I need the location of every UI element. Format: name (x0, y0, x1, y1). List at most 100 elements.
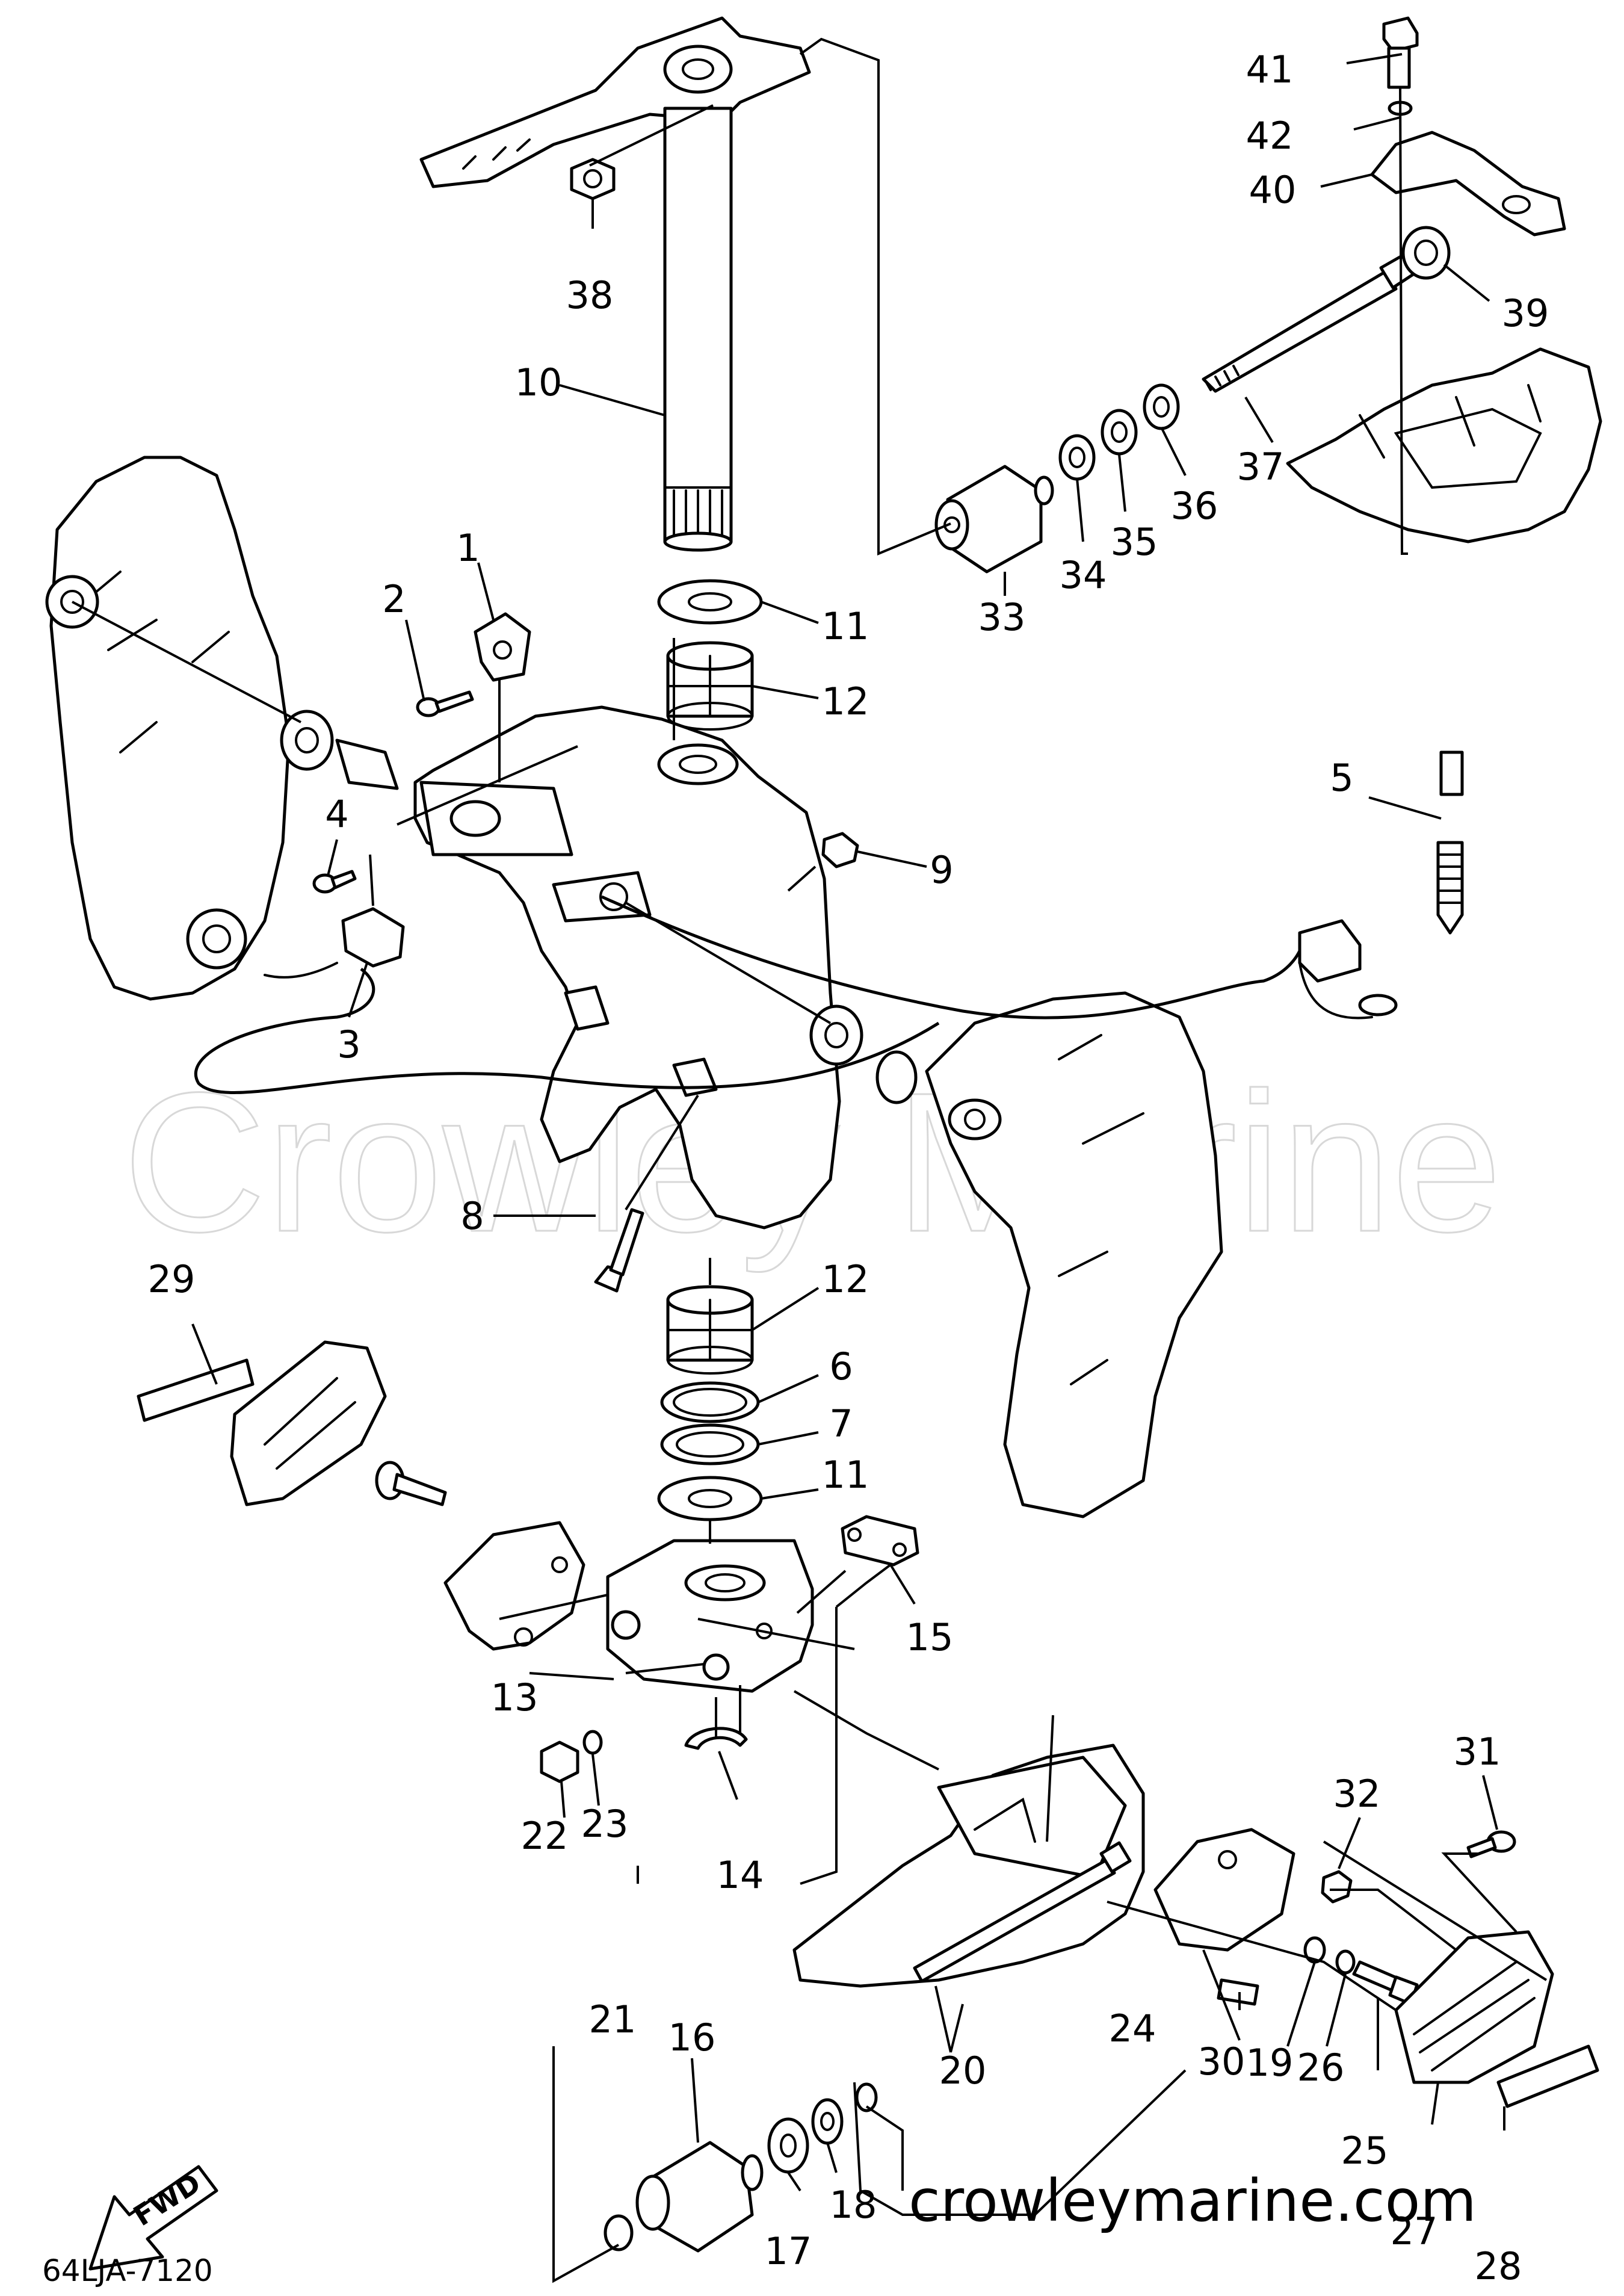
callout-11-lower: 11 (822, 1453, 869, 1497)
callout-7: 7 (829, 1402, 853, 1446)
callout-30: 30 (1198, 2040, 1246, 2084)
callout-20: 20 (939, 2049, 987, 2093)
clamp-1 (474, 612, 531, 682)
callout-39: 39 (1502, 291, 1549, 335)
washer-34 (1058, 434, 1096, 481)
cover-left (230, 1340, 387, 1506)
callout-18: 18 (830, 2183, 877, 2227)
callout-21: 21 (589, 1997, 637, 2041)
callout-17: 17 (765, 2229, 812, 2273)
nut-22 (540, 1741, 579, 1783)
callout-41: 41 (1246, 48, 1294, 91)
callout-35: 35 (1111, 520, 1158, 564)
upper-mount-housing (1286, 347, 1602, 543)
callout-24: 24 (1109, 2007, 1156, 2050)
callout-27: 27 (1391, 2209, 1438, 2253)
callout-1: 1 (456, 526, 480, 570)
bolt-left-cover (375, 1461, 447, 1506)
wire-harness (194, 895, 1301, 1094)
callout-8: 8 (460, 1194, 484, 1238)
website-text: crowleymarine.com (909, 2167, 1477, 2235)
bolt-41 (1382, 16, 1419, 89)
tie-5 (1436, 750, 1464, 935)
callout-38: 38 (566, 273, 614, 317)
bushing-12-upper (666, 641, 754, 731)
callout-11-upper: 11 (822, 604, 869, 648)
callout-12-lower: 12 (822, 1257, 869, 1301)
connector-5-wire (1298, 919, 1398, 1020)
nut-38 (570, 158, 616, 200)
washer-21 (604, 2214, 634, 2251)
callout-29: 29 (148, 1257, 196, 1301)
nut-9 (821, 832, 859, 868)
washer-35 (1101, 409, 1138, 456)
callout-13: 13 (491, 1676, 539, 1719)
callout-10: 10 (515, 360, 563, 404)
screw-8 (594, 1208, 644, 1293)
circlip-14 (684, 1727, 748, 1750)
label-29 (137, 1358, 255, 1422)
tilt-pin-bushing (280, 710, 918, 1104)
washer-small (855, 2082, 878, 2112)
washer-17 (767, 2117, 809, 2174)
callout-15: 15 (906, 1615, 954, 1659)
callout-14: 14 (717, 1853, 764, 1897)
clip-15 (841, 1515, 919, 1567)
callout-33: 33 (978, 595, 1026, 639)
callout-19: 19 (1246, 2041, 1294, 2085)
callout-42: 42 (1246, 114, 1294, 158)
drawing-code: 64LJA-7120 (42, 2253, 213, 2288)
washer-11-upper (657, 579, 763, 625)
callout-5: 5 (1330, 756, 1353, 800)
mount-rubber-16 (635, 2141, 764, 2253)
clamp-bracket-right (925, 991, 1223, 1518)
nut-32 (1321, 1870, 1353, 1904)
callout-12-upper: 12 (822, 679, 869, 723)
callout-32: 32 (1333, 1772, 1381, 1816)
label-28 (1496, 2044, 1599, 2108)
callouts: 1 2 3 4 5 6 7 8 9 10 11 11 12 12 13 14 1… (148, 48, 1549, 2288)
mount-bracket-40 (1370, 131, 1566, 237)
callout-2: 2 (382, 577, 406, 621)
callout-36: 36 (1171, 484, 1218, 528)
switch-3 (264, 907, 405, 979)
bolt-20 (913, 1841, 1132, 1983)
steering-shaft (663, 107, 733, 552)
screw-4 (312, 870, 357, 894)
washer-11-lower (657, 1476, 763, 1521)
bracket-24 (1153, 1828, 1295, 1952)
bushing-12-lower (666, 1285, 754, 1375)
callout-37: 37 (1237, 445, 1285, 489)
leader-lines (72, 37, 1548, 2283)
collar-39 (1401, 226, 1451, 280)
washer-7 (660, 1423, 760, 1465)
swivel-bracket (413, 705, 841, 1230)
washer-18 (811, 2098, 844, 2145)
bracket-left-lower (443, 1521, 585, 1651)
callout-9: 9 (930, 848, 953, 892)
callout-4: 4 (325, 792, 348, 836)
steering-arm (419, 16, 811, 188)
callout-22: 22 (521, 1814, 569, 1858)
callout-31: 31 (1454, 1730, 1501, 1774)
mount-rubber-33 (934, 465, 1054, 574)
cover-27 (1394, 1930, 1554, 2084)
callout-6: 6 (829, 1344, 853, 1388)
callout-34: 34 (1060, 553, 1107, 597)
washer-23 (582, 1730, 603, 1755)
callout-28: 28 (1475, 2244, 1522, 2288)
callout-23: 23 (581, 1802, 629, 1846)
lower-mount-housing-13 (606, 1539, 814, 1693)
callout-3: 3 (337, 1023, 360, 1066)
clamp-bracket-left (45, 456, 291, 1001)
screw-2 (416, 690, 474, 717)
callout-40: 40 (1249, 168, 1297, 212)
callout-25: 25 (1341, 2129, 1389, 2173)
washer-26 (1335, 1949, 1356, 1975)
washer-36 (1143, 383, 1180, 430)
bolt-37 (1202, 254, 1416, 393)
lower-support (792, 1744, 1145, 1988)
callout-16: 16 (668, 2016, 716, 2059)
callout-26: 26 (1297, 2046, 1345, 2090)
